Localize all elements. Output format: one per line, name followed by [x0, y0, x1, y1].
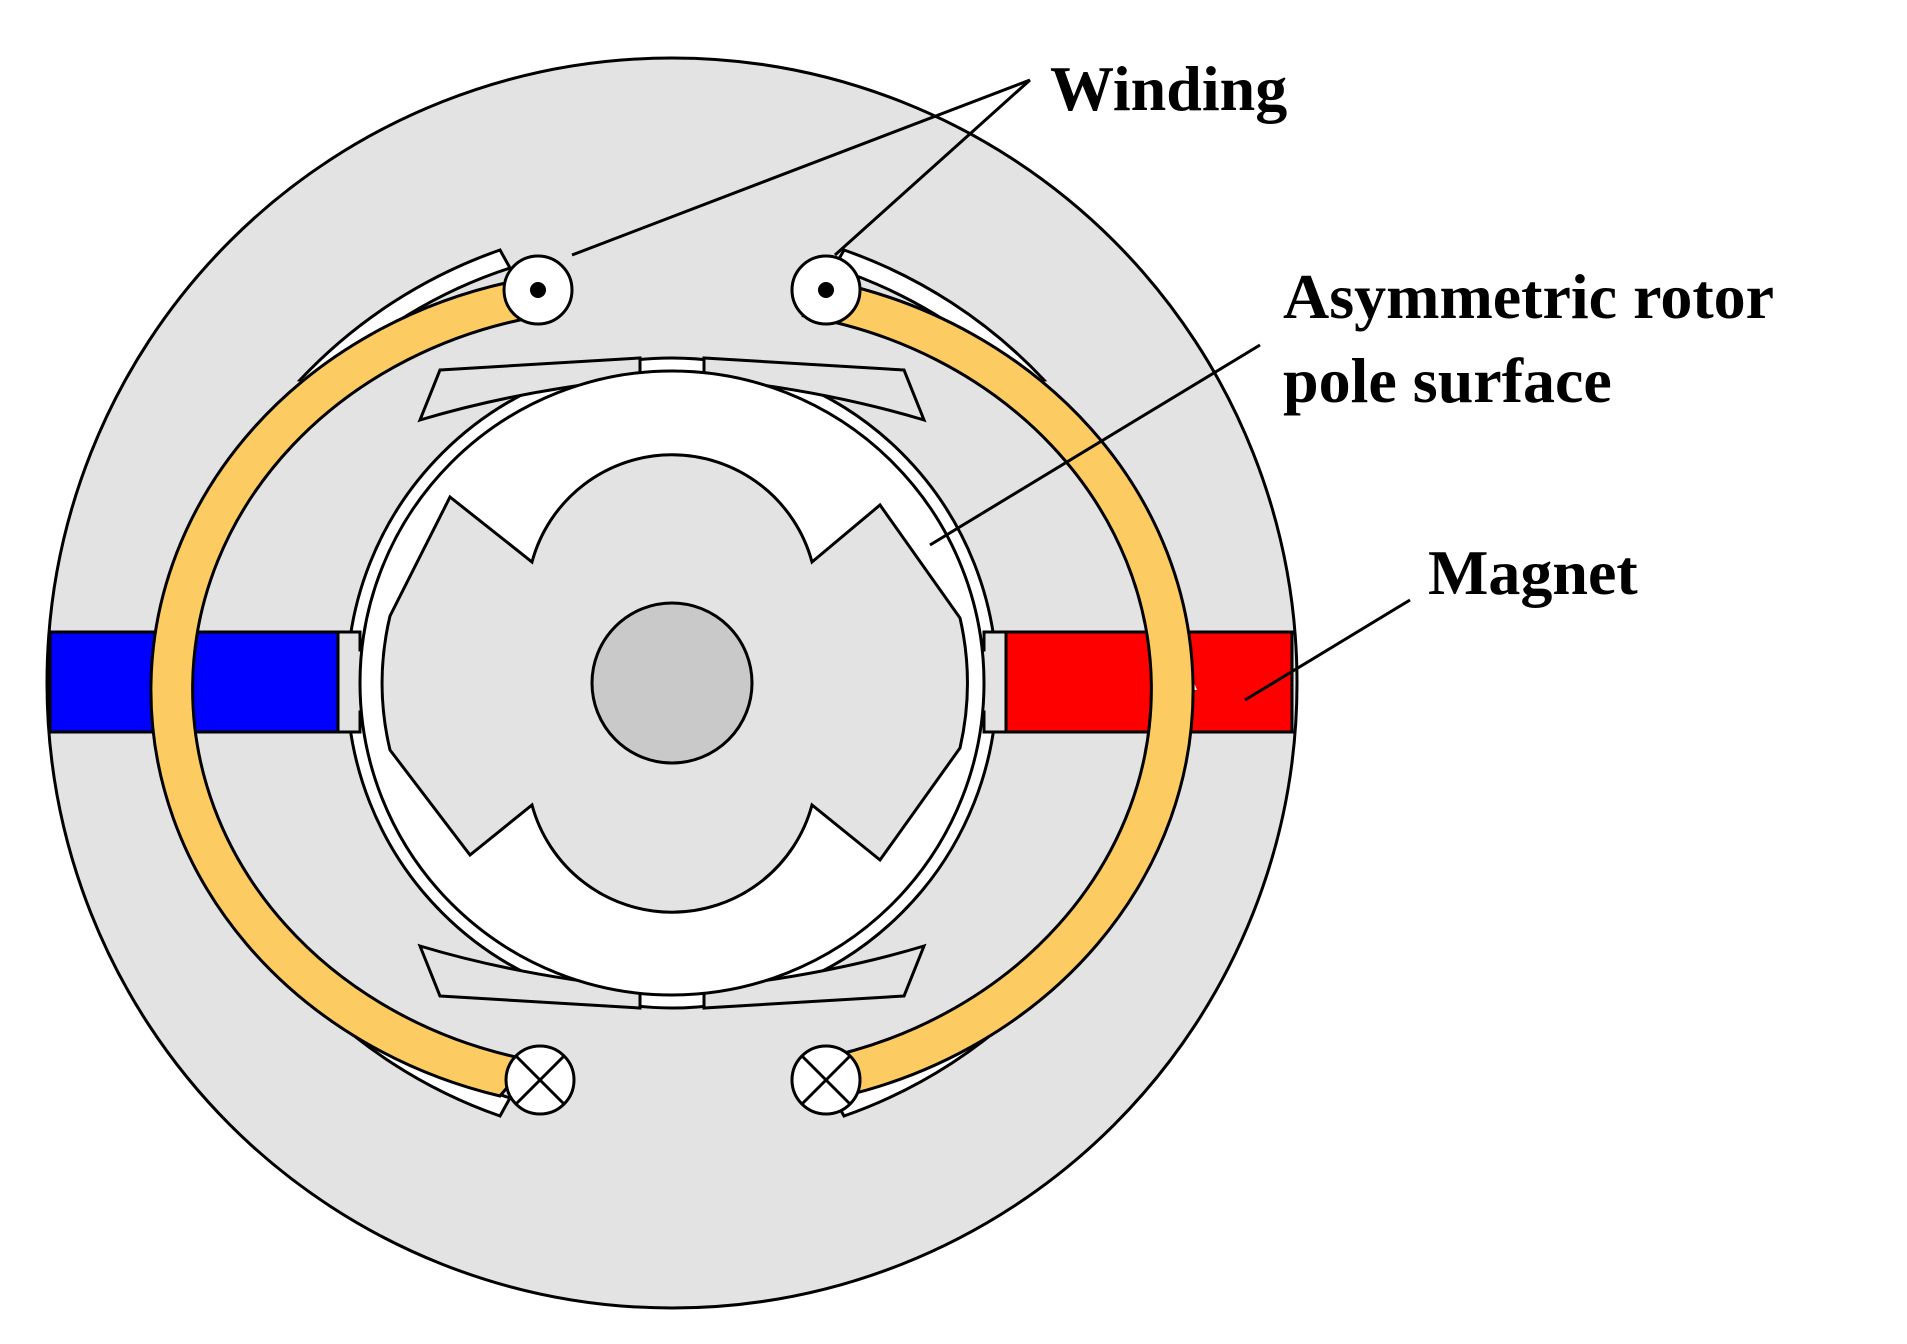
leader-line-magnet: [1244, 598, 1411, 702]
dot-in-circle-icon: [502, 254, 574, 326]
winding-label: Winding: [1050, 53, 1287, 124]
leader-line-winding-right: [833, 78, 1032, 257]
cross-in-circle-icon: [790, 1044, 862, 1116]
cross-in-circle-icon: [504, 1044, 576, 1116]
leader-line-winding-left: [571, 78, 1031, 257]
rotor-label-line2: pole surface: [1283, 345, 1612, 416]
rotor-label-line1: Asymmetric rotor: [1283, 261, 1774, 332]
leader-line-rotor: [929, 343, 1261, 547]
dot-in-circle-icon: [790, 254, 862, 326]
rotor-shaft: [590, 601, 754, 765]
magnet-label: Magnet: [1428, 537, 1638, 608]
